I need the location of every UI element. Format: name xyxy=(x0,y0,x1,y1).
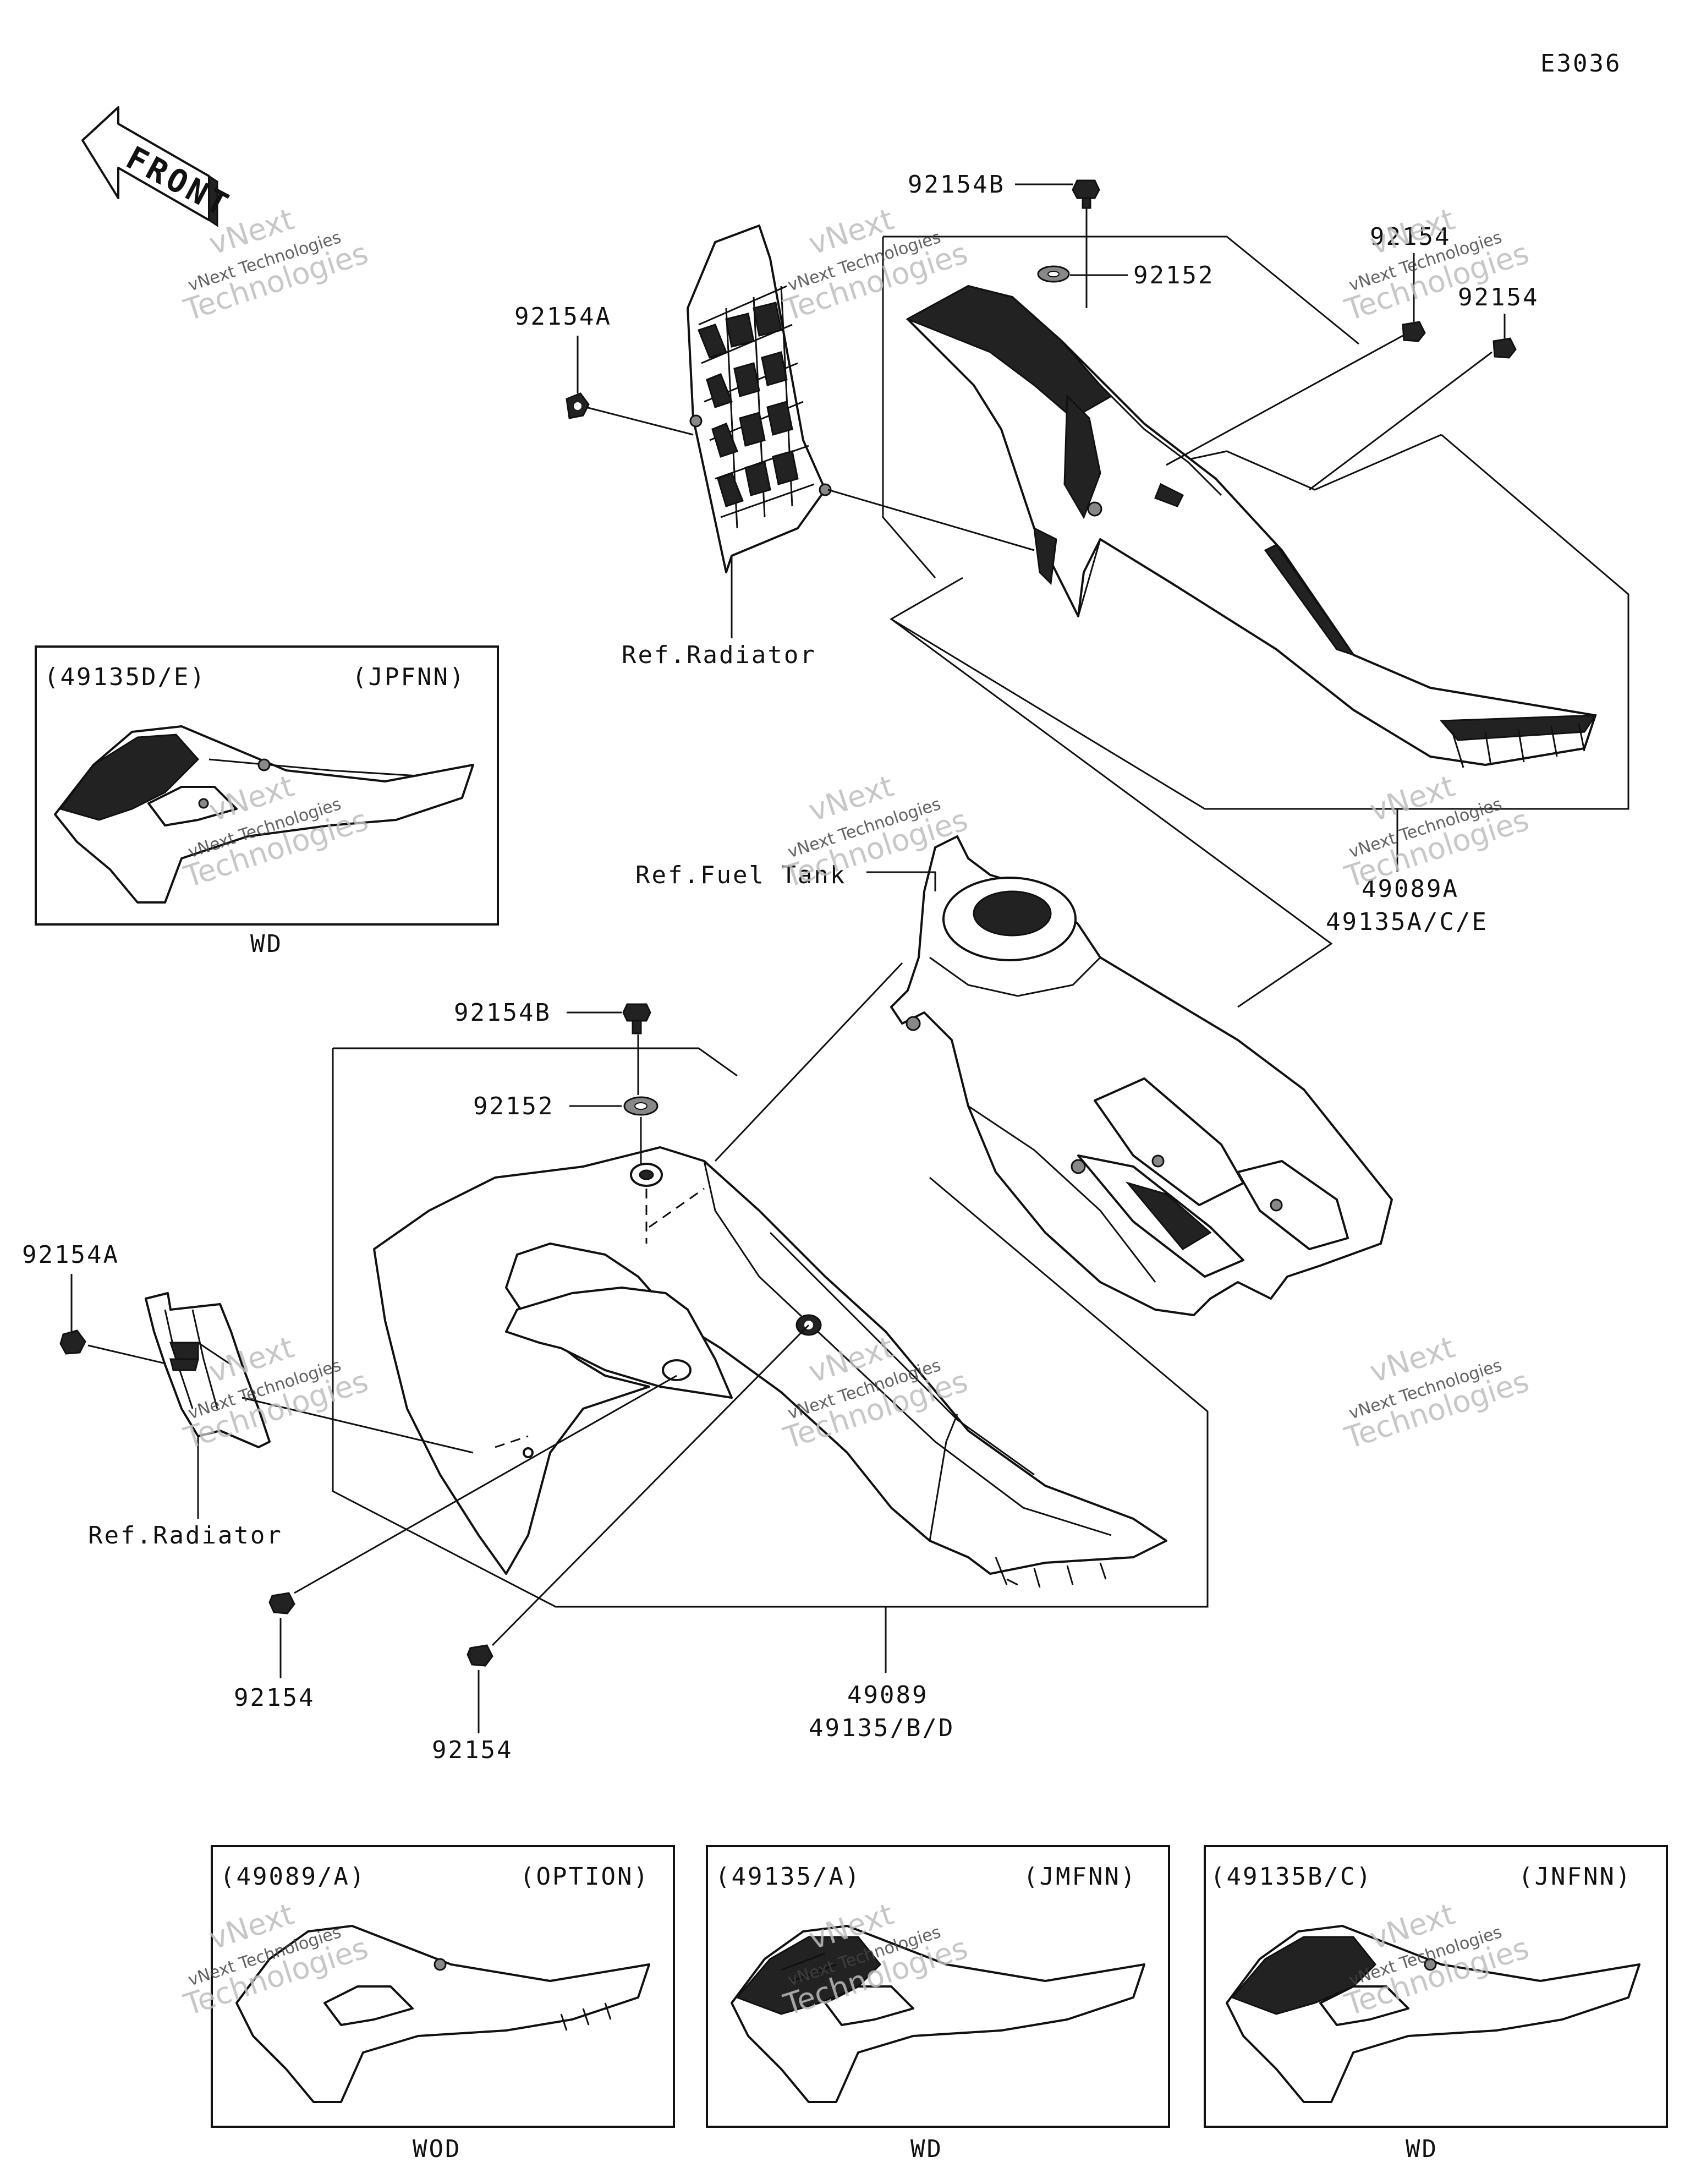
lower-bolt-left-icon xyxy=(268,1592,295,1614)
lower-washer-icon xyxy=(623,1096,659,1116)
upper-washer-icon xyxy=(1037,265,1070,283)
upper-right-bolt-2-icon xyxy=(1493,337,1517,359)
upper-right-bolt-1-label: 92154 xyxy=(1370,223,1451,251)
upper-right-bolt-2-label: 92154 xyxy=(1458,283,1539,311)
lower-radiator-ref-label: Ref.Radiator xyxy=(88,1521,283,1550)
variant-2-part: (49089/A) xyxy=(220,1863,366,1891)
fuel-tank-ref-label: Ref.Fuel Tank xyxy=(635,861,846,889)
lower-bolt-b-label: 92154B xyxy=(454,999,551,1027)
variant-3-code: (JMFNN) xyxy=(1023,1863,1137,1891)
diagram-code: E3036 xyxy=(1540,50,1621,78)
variant-box-49089a: (49089/A) (OPTION) WOD xyxy=(211,1845,675,2163)
upper-right-bolt-1-icon xyxy=(1402,321,1426,342)
variant-4-caption: WD xyxy=(1406,2135,1438,2163)
watermark: vNext vNext Technologies Technologies vN… xyxy=(179,202,1533,2023)
variant-box-49135a: (49135/A) (JMFNN) WD xyxy=(706,1845,1170,2163)
lower-shroud xyxy=(373,1146,1167,1588)
upper-bolt-a-icon xyxy=(566,392,590,419)
variant-4-code: (JNFNN) xyxy=(1518,1863,1632,1891)
lower-bolt-bottom-label: 92154 xyxy=(432,1736,513,1764)
upper-shroud-part-2-label: 49135A/C/E xyxy=(1326,908,1488,936)
upper-radiator xyxy=(687,225,832,573)
upper-bolt-b-label: 92154B xyxy=(908,171,1005,199)
variant-1-part: (49135D/E) xyxy=(44,663,206,691)
variant-2-caption: WOD xyxy=(413,2135,461,2163)
variant-box-49135bc: (49135B/C) (JNFNN) WD xyxy=(1204,1845,1668,2163)
lower-bolt-a-icon xyxy=(59,1329,86,1355)
fuel-tank xyxy=(890,835,1393,1316)
front-arrow-icon: FRONT xyxy=(81,106,237,227)
upper-shroud xyxy=(906,285,1597,768)
variant-4-part: (49135B/C) xyxy=(1210,1863,1373,1891)
lower-radiator xyxy=(145,1292,271,1448)
front-arrow-label: FRONT xyxy=(120,139,237,225)
upper-shroud-part-1-label: 49089A xyxy=(1362,875,1459,903)
variant-2-code: (OPTION) xyxy=(520,1863,650,1891)
upper-washer-label: 92152 xyxy=(1133,261,1214,289)
lower-shroud-part-1-label: 49089 xyxy=(847,1681,928,1709)
variant-3-part: (49135/A) xyxy=(715,1863,861,1891)
lower-bolt-left-label: 92154 xyxy=(234,1684,315,1712)
upper-bolt-a-label: 92154A xyxy=(514,303,612,331)
lower-bolt-bottom-icon xyxy=(467,1644,493,1667)
lower-bolt-a-label: 92154A xyxy=(22,1241,119,1269)
upper-radiator-ref-label: Ref.Radiator xyxy=(622,641,816,669)
variant-1-caption: WD xyxy=(250,930,283,958)
upper-bolt-b-icon xyxy=(1072,179,1100,209)
variant-box-49135de: (49135D/E) (JPFNN) WD xyxy=(35,645,499,958)
variant-3-caption: WD xyxy=(910,2135,943,2163)
variant-1-code: (JPFNN) xyxy=(352,663,465,691)
lower-bolt-b-icon xyxy=(622,1003,651,1034)
lower-shroud-part-2-label: 49135/B/D xyxy=(809,1714,954,1742)
lower-assembly-outline xyxy=(332,962,1209,1608)
lower-washer-label: 92152 xyxy=(473,1092,554,1120)
